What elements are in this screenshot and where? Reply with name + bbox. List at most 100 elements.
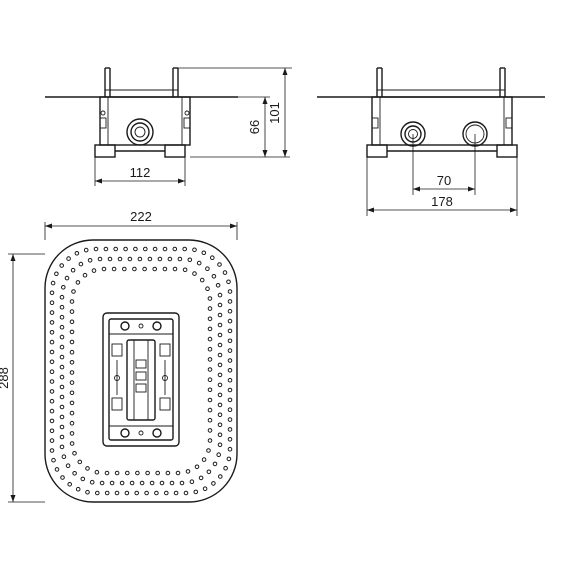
perforation-dot bbox=[49, 300, 55, 306]
perforation-dot bbox=[59, 294, 65, 300]
perforation-dot bbox=[104, 470, 110, 476]
perforation-dot bbox=[77, 459, 83, 465]
perforation-dot bbox=[201, 457, 207, 462]
perforation-dot bbox=[207, 367, 213, 372]
perforation-dot bbox=[227, 446, 233, 452]
perforation-dot bbox=[109, 480, 115, 486]
perforation-dot bbox=[207, 387, 213, 393]
perforation-dot bbox=[210, 255, 215, 261]
perforation-dot bbox=[207, 306, 213, 311]
mounting-box bbox=[102, 312, 180, 447]
perforation-dot bbox=[59, 304, 65, 310]
perforation-dot bbox=[60, 475, 65, 480]
perforation-dot bbox=[217, 332, 223, 338]
perforation-dot bbox=[217, 362, 223, 368]
perforation-dot bbox=[144, 490, 149, 496]
perforation-dot bbox=[202, 486, 208, 492]
perforation-dot bbox=[49, 398, 55, 404]
perforation-dot bbox=[189, 479, 195, 485]
perforation-dot bbox=[217, 382, 223, 388]
perforation-dot bbox=[211, 481, 216, 486]
perforation-dot bbox=[193, 489, 199, 495]
dim-222-label: 222 bbox=[130, 209, 152, 224]
perforation-dot bbox=[129, 480, 135, 486]
perforation-dot bbox=[69, 431, 75, 436]
perforation-dot bbox=[65, 463, 71, 469]
perforation-dot bbox=[49, 428, 55, 434]
perforation-dot bbox=[205, 266, 210, 272]
perforation-dot bbox=[154, 490, 159, 496]
perforation-dot bbox=[61, 285, 66, 290]
perforation-dot bbox=[61, 454, 67, 460]
perforation-dot bbox=[49, 408, 55, 414]
perforation-dot bbox=[206, 448, 211, 453]
perforation-dot bbox=[122, 266, 127, 272]
perforation-dot bbox=[217, 302, 223, 308]
perforation-dot bbox=[207, 296, 213, 301]
perforation-dot bbox=[165, 470, 171, 476]
perforation-dot bbox=[69, 441, 75, 446]
perforation-dot bbox=[167, 256, 173, 262]
perforation-dot bbox=[162, 266, 168, 272]
perforation-dot bbox=[143, 246, 148, 252]
perforation-dot bbox=[217, 372, 223, 378]
perforation-dot bbox=[69, 410, 75, 416]
perforation-dot bbox=[69, 360, 75, 365]
perforation-dot bbox=[104, 490, 110, 496]
perforation-dot bbox=[207, 397, 213, 403]
perforation-dot bbox=[49, 379, 55, 384]
perforation-dot bbox=[198, 475, 204, 481]
dim-66-label: 66 bbox=[247, 120, 262, 134]
perforation-dot bbox=[192, 247, 197, 253]
plan-view bbox=[8, 222, 238, 503]
perforation-dot bbox=[67, 482, 72, 487]
perforation-dot bbox=[69, 400, 75, 406]
perforation-dot bbox=[99, 480, 105, 486]
perforation-dot bbox=[59, 354, 65, 360]
perforation-dot bbox=[217, 412, 223, 418]
perforation-dot bbox=[54, 467, 60, 472]
perforation-dot bbox=[69, 319, 75, 325]
perforation-dot bbox=[125, 470, 130, 476]
perforation-dot bbox=[123, 246, 128, 252]
perforation-dot bbox=[72, 451, 77, 456]
perforation-dot bbox=[78, 261, 84, 267]
perforation-dot bbox=[216, 452, 221, 458]
perforation-dot bbox=[211, 274, 217, 279]
perforation-dot bbox=[135, 470, 140, 476]
perforation-dot bbox=[217, 442, 223, 448]
perforation-dot bbox=[227, 397, 233, 403]
perforation-dot bbox=[113, 246, 118, 252]
perforation-dot bbox=[157, 256, 163, 262]
perforation-dot bbox=[59, 404, 65, 410]
perforation-dot bbox=[183, 490, 189, 496]
perforation-pattern bbox=[49, 246, 233, 496]
front-view bbox=[45, 67, 292, 186]
perforation-dot bbox=[132, 266, 137, 272]
perforation-dot bbox=[64, 275, 70, 281]
perforation-dot bbox=[119, 480, 125, 486]
perforation-dot bbox=[82, 272, 88, 278]
perforation-dot bbox=[85, 466, 90, 471]
perforation-dot bbox=[72, 471, 77, 476]
perforation-dot bbox=[207, 428, 213, 433]
perforation-dot bbox=[69, 380, 75, 385]
perforation-dot bbox=[103, 246, 109, 252]
perforation-dot bbox=[49, 310, 55, 315]
perforation-dot bbox=[187, 257, 193, 263]
perforation-dot bbox=[75, 280, 81, 285]
perforation-dot bbox=[217, 292, 223, 298]
perforation-dot bbox=[227, 299, 233, 304]
perforation-dot bbox=[51, 457, 56, 463]
perforation-dot bbox=[207, 336, 213, 342]
perforation-dot bbox=[147, 256, 153, 262]
perforation-dot bbox=[69, 420, 75, 426]
perforation-dot bbox=[207, 417, 213, 423]
perforation-dot bbox=[114, 470, 120, 476]
perforation-dot bbox=[49, 448, 55, 453]
perforation-dot bbox=[139, 480, 145, 486]
perforation-dot bbox=[196, 260, 202, 266]
perforation-dot bbox=[59, 444, 65, 450]
perforation-dot bbox=[227, 308, 233, 314]
perforation-dot bbox=[69, 349, 75, 355]
